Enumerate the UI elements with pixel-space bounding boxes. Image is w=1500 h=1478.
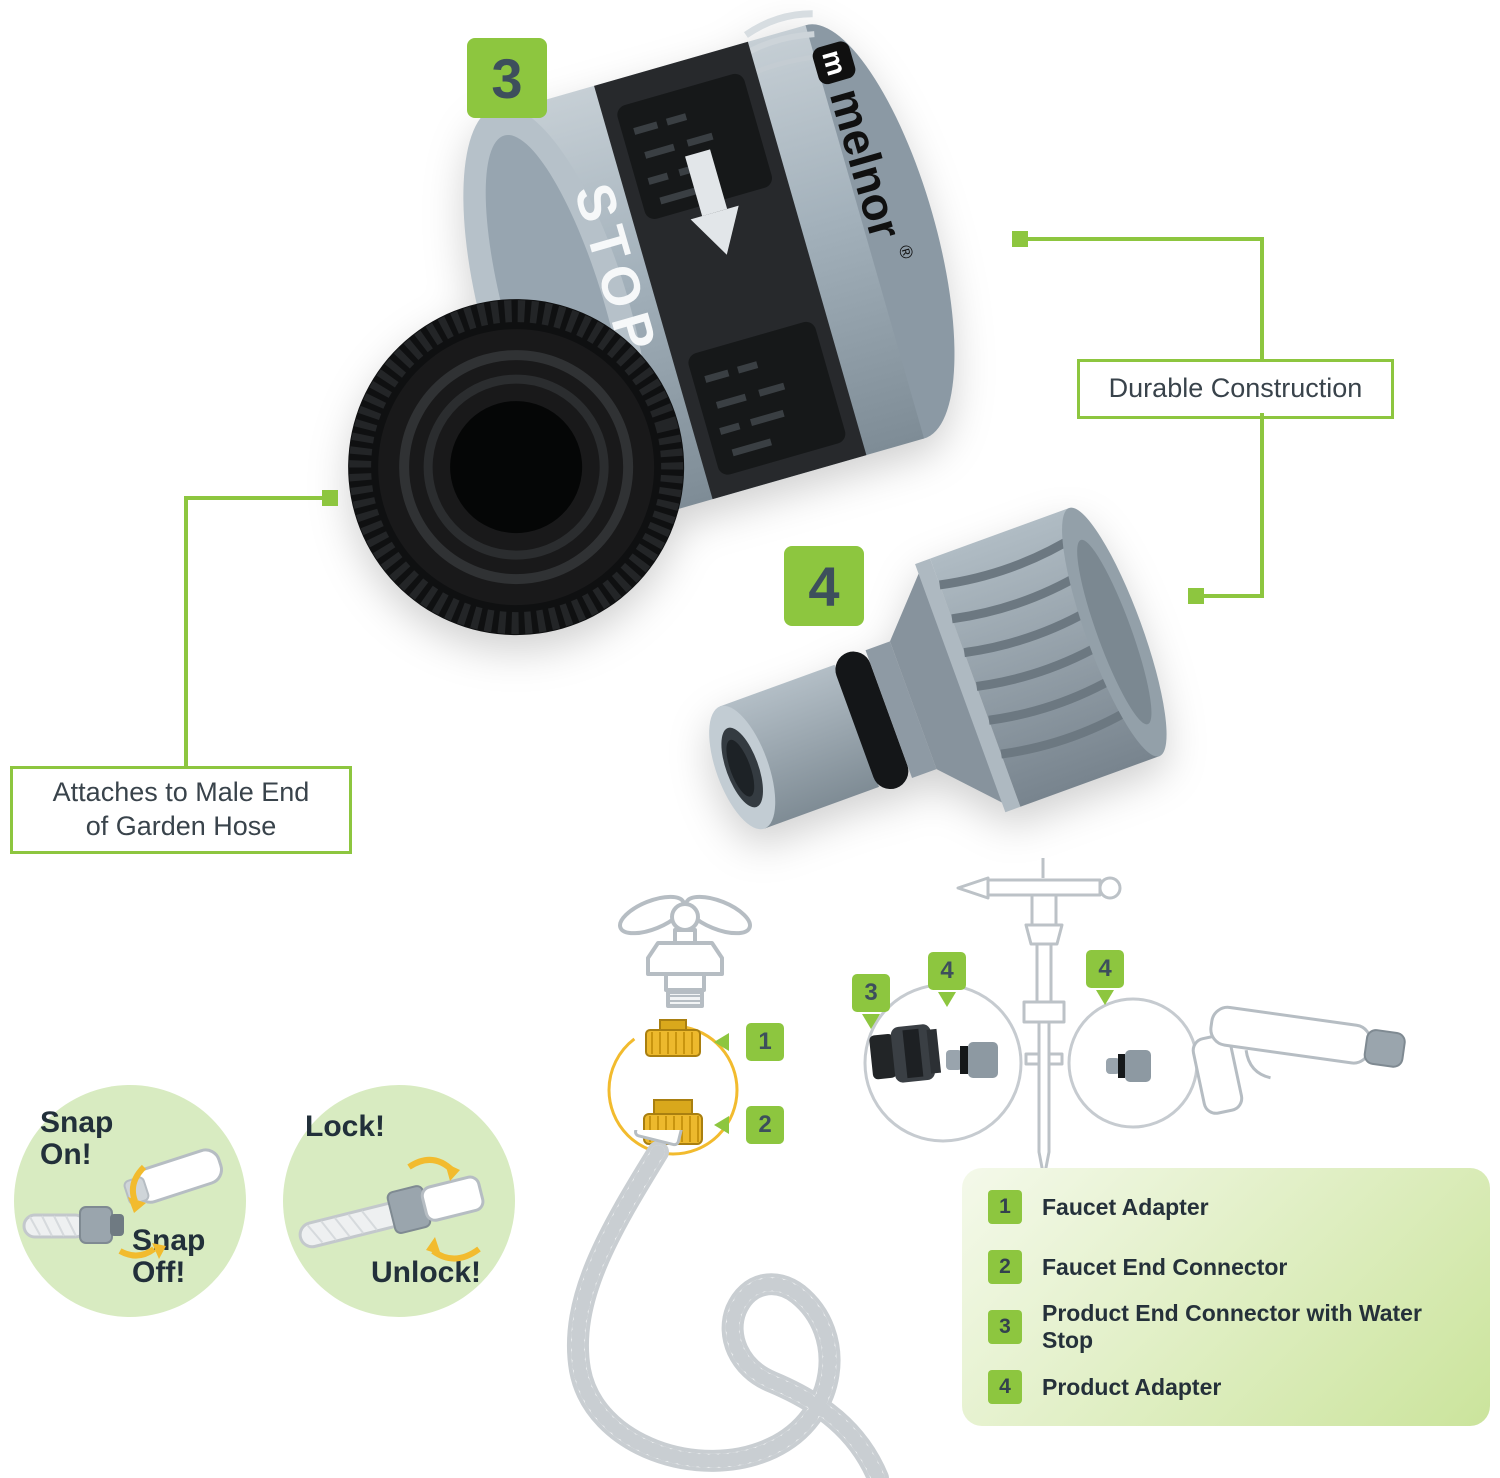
legend-num-1: 1 — [988, 1190, 1022, 1224]
registered-mark: ® — [894, 243, 917, 261]
badge-arrow-icon — [862, 1014, 880, 1029]
callout-line — [1028, 237, 1264, 241]
badge-arrow-icon — [938, 992, 956, 1007]
snap-illustration — [22, 1148, 223, 1259]
attaches-callout: Attaches to Male End of Garden Hose — [10, 766, 352, 854]
mini-adapter — [946, 1042, 998, 1078]
legend-label-2: Faucet End Connector — [1042, 1253, 1288, 1280]
diagram-badge-2: 2 — [746, 1106, 784, 1144]
sprinkler-line-art — [863, 858, 1122, 1180]
durable-construction-label: Durable Construction — [1108, 373, 1363, 404]
faucet-adapter-part — [645, 1019, 701, 1057]
o-ring — [835, 651, 909, 790]
legend-num-2: 2 — [988, 1250, 1022, 1284]
legend-label-3: Product End Connector with Water Stop — [1042, 1300, 1422, 1353]
legend-label-4: Product Adapter — [1042, 1373, 1222, 1400]
adapter-illustration — [709, 507, 1167, 830]
nozzle-line-art — [1067, 997, 1406, 1129]
legend-row: 1 Faucet Adapter — [962, 1177, 1490, 1237]
diagram-badge-4b: 4 — [1086, 950, 1124, 988]
callout-endpoint-square — [1012, 231, 1028, 247]
hose-line-art — [566, 1130, 889, 1478]
diagram-badge-4a: 4 — [928, 952, 966, 990]
attaches-callout-line1: Attaches to Male End — [52, 777, 310, 808]
mini-end-connector — [869, 1024, 942, 1083]
legend-label-1: Faucet Adapter — [1042, 1193, 1209, 1220]
badge-arrow-icon — [714, 1033, 729, 1051]
legend-row: 3 Product End Connector with Water Stop — [962, 1297, 1490, 1357]
step-badge-4: 4 — [784, 546, 864, 626]
callout-line — [1260, 413, 1264, 598]
legend-num-4: 4 — [988, 1370, 1022, 1404]
lock-instruction-circle: Lock! Unlock! — [283, 1085, 515, 1317]
faucet-line-art — [618, 894, 752, 1008]
legend-row: 2 Faucet End Connector — [962, 1237, 1490, 1297]
durable-construction-callout: Durable Construction — [1077, 359, 1394, 419]
stop-arrow-icon — [685, 149, 739, 255]
end-connector-illustration: STOP m melnor ® — [348, 10, 955, 636]
step-badge-3: 3 — [467, 38, 547, 118]
unlock-label: Unlock! — [371, 1256, 482, 1289]
spray-nozzle — [1191, 1005, 1406, 1115]
lock-label: Lock! — [305, 1110, 386, 1143]
badge-arrow-icon — [714, 1116, 729, 1134]
diagram-badge-3: 3 — [852, 974, 890, 1012]
attaches-callout-line2: of Garden Hose — [85, 811, 277, 841]
callout-line — [1204, 594, 1264, 598]
legend-row: 4 Product Adapter — [962, 1357, 1490, 1417]
diagram-badge-1: 1 — [746, 1023, 784, 1061]
threaded-collar — [348, 299, 685, 636]
hose-coupling — [634, 1130, 684, 1147]
impact-sprinkler — [956, 858, 1122, 1180]
legend-num-3: 3 — [988, 1310, 1022, 1344]
lock-illustration — [298, 1157, 485, 1262]
callout-line — [184, 496, 188, 766]
mini-adapter — [1106, 1050, 1151, 1082]
badge-arrow-icon — [1096, 990, 1114, 1005]
callout-line — [1260, 237, 1264, 359]
legend-panel: 1 Faucet Adapter 2 Faucet End Connector … — [962, 1168, 1490, 1426]
callout-line — [186, 496, 322, 500]
callout-endpoint-square — [1188, 588, 1204, 604]
callout-endpoint-square — [322, 490, 338, 506]
